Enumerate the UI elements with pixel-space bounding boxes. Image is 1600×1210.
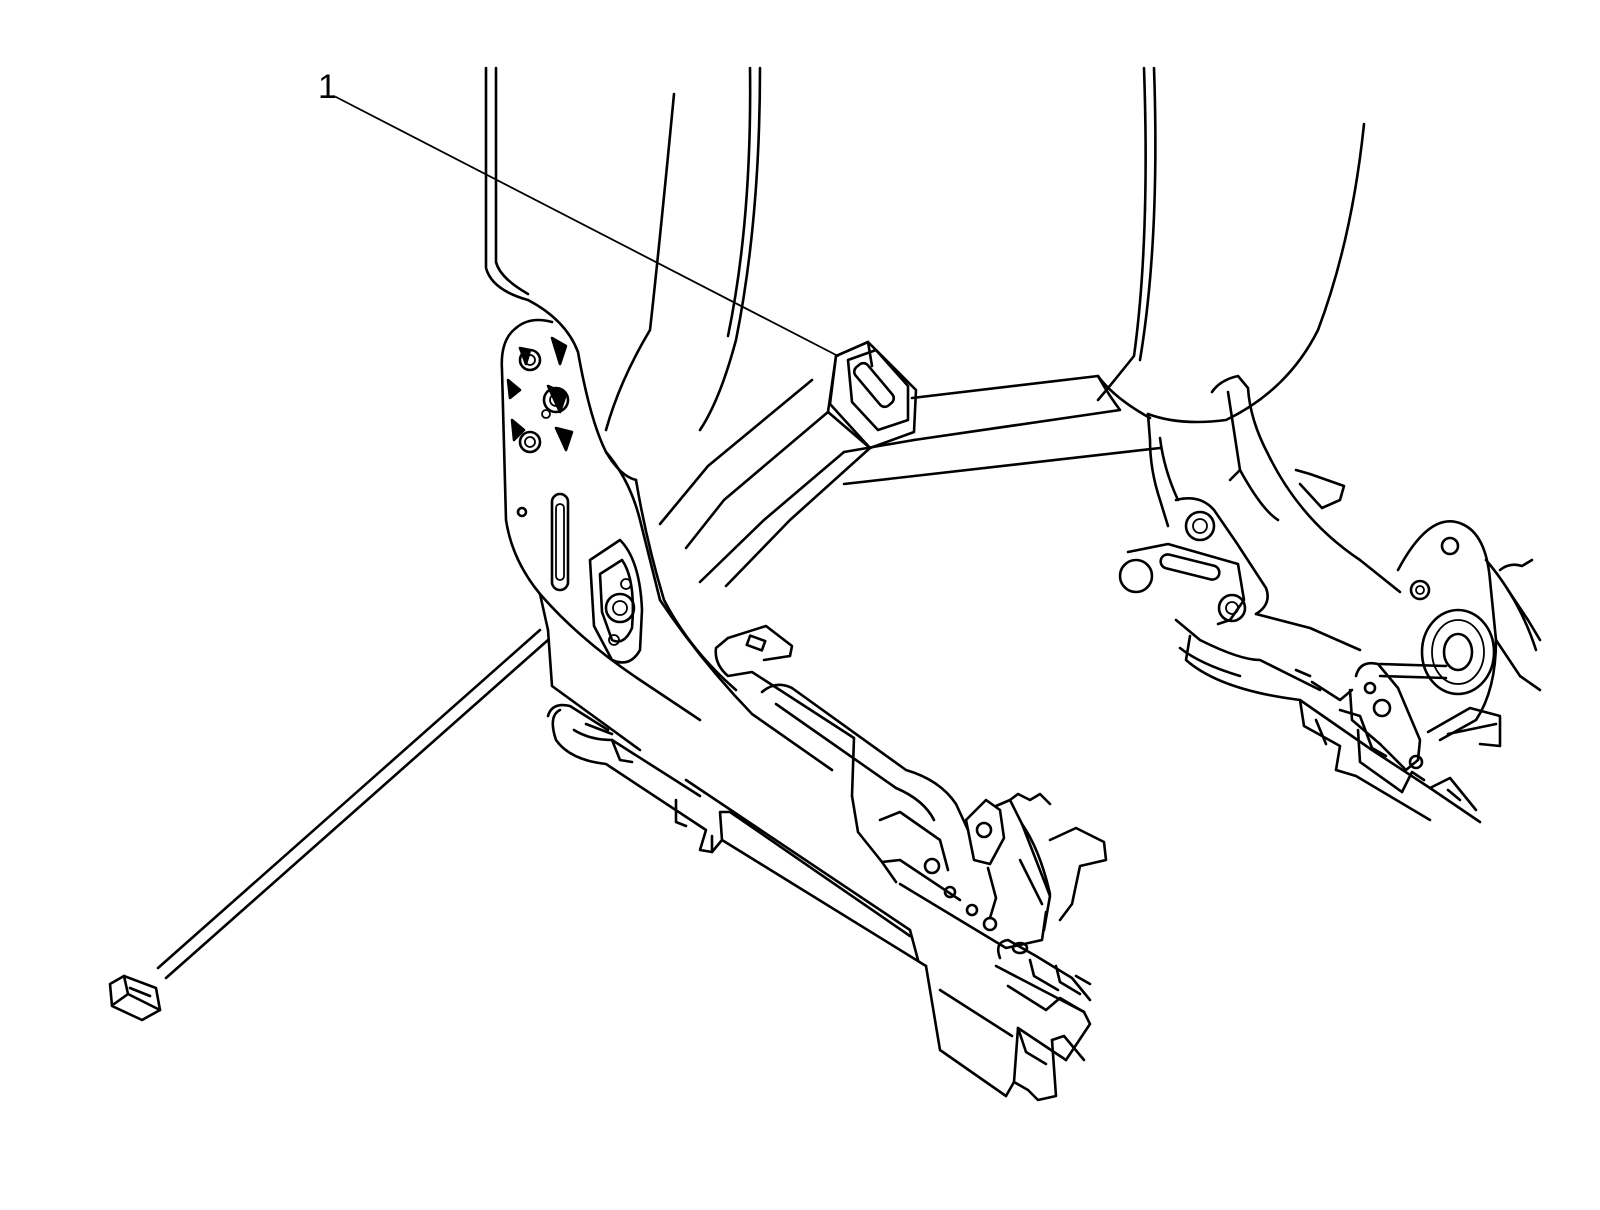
knob-icon xyxy=(1118,558,1154,594)
callout-1-label: 1 xyxy=(318,68,337,106)
bolt-icon xyxy=(518,430,542,454)
right-recliner-bracket xyxy=(1118,374,1542,824)
bolt-icon xyxy=(1184,510,1216,542)
recliner-disc xyxy=(1420,608,1496,696)
bolt-icon xyxy=(518,348,542,372)
cross-tube xyxy=(842,374,1162,486)
bolt-icon xyxy=(542,386,570,414)
left-recliner-bracket xyxy=(500,298,834,772)
floor-brace xyxy=(546,703,610,732)
left-seat-track xyxy=(551,624,1108,1102)
pivot-bolt-icon xyxy=(604,592,636,624)
callout-1-leader xyxy=(335,96,839,357)
wiring-harness xyxy=(108,628,550,1022)
seat-back-cushion xyxy=(484,66,1366,432)
seat-belt-buckle xyxy=(658,340,918,588)
